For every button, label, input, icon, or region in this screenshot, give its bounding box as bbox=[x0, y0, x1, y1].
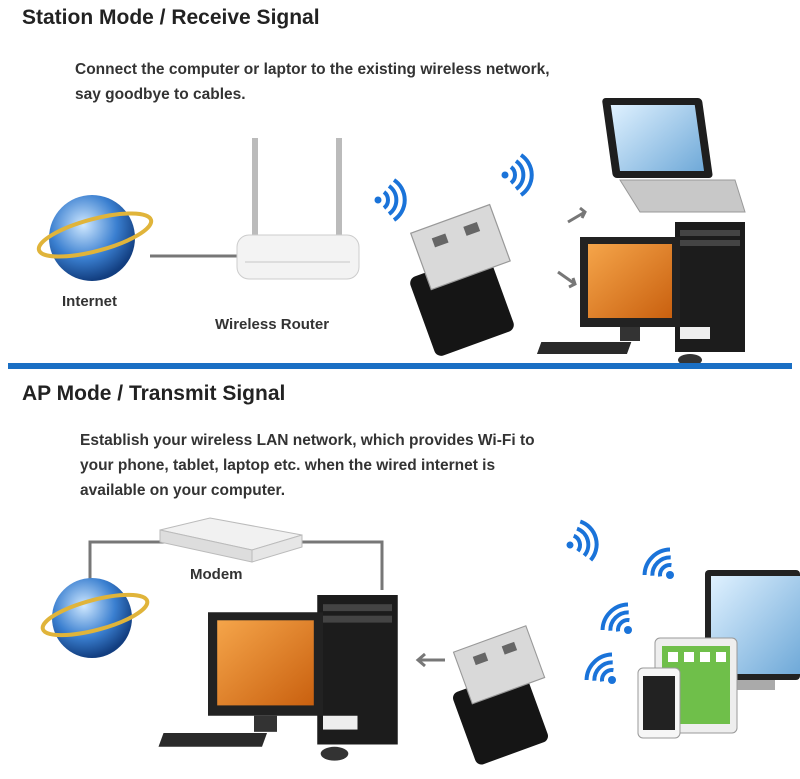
wifi-signal-icon bbox=[579, 647, 618, 686]
description-line: your phone, tablet, laptop etc. when the… bbox=[80, 457, 496, 474]
wireless-router-label: Wireless Router bbox=[215, 316, 330, 333]
laptop-icon bbox=[602, 98, 746, 213]
cable-line bbox=[298, 540, 384, 590]
wifi-signal-icon bbox=[595, 597, 634, 636]
internet-globe-icon bbox=[36, 195, 154, 281]
description-line: Connect the computer or laptor to the ex… bbox=[75, 61, 550, 78]
modem-icon bbox=[159, 517, 303, 563]
station-mode-description: Connect the computer or laptor to the ex… bbox=[75, 57, 550, 107]
description-line: available on your computer. bbox=[80, 482, 286, 499]
wifi-signal-icon bbox=[559, 516, 603, 568]
ap-mode-description: Establish your wireless LAN network, whi… bbox=[80, 428, 535, 503]
desktop-computer-icon bbox=[536, 222, 745, 366]
usb-wifi-dongle-icon bbox=[450, 625, 551, 767]
arrow-icon bbox=[415, 652, 445, 668]
wireless-router-icon bbox=[236, 138, 360, 280]
arrow-icon bbox=[567, 206, 587, 224]
usb-wifi-dongle-icon bbox=[407, 203, 517, 359]
internet-label: Internet bbox=[62, 293, 118, 310]
modem-label: Modem bbox=[190, 566, 243, 583]
station-mode-title: Station Mode / Receive Signal bbox=[22, 6, 320, 29]
section-divider bbox=[8, 363, 792, 369]
cable-line bbox=[88, 540, 165, 590]
wifi-signal-icon bbox=[637, 542, 676, 581]
internet-globe-icon bbox=[40, 578, 150, 658]
phone-icon bbox=[637, 667, 681, 739]
wifi-signal-icon bbox=[499, 153, 534, 197]
ap-mode-title: AP Mode / Transmit Signal bbox=[22, 382, 286, 405]
description-line: say goodbye to cables. bbox=[75, 86, 246, 103]
desktop-computer-icon bbox=[158, 595, 398, 761]
arrow-icon bbox=[557, 270, 577, 289]
description-line: Establish your wireless LAN network, whi… bbox=[80, 432, 535, 449]
wifi-signal-icon bbox=[372, 178, 407, 222]
